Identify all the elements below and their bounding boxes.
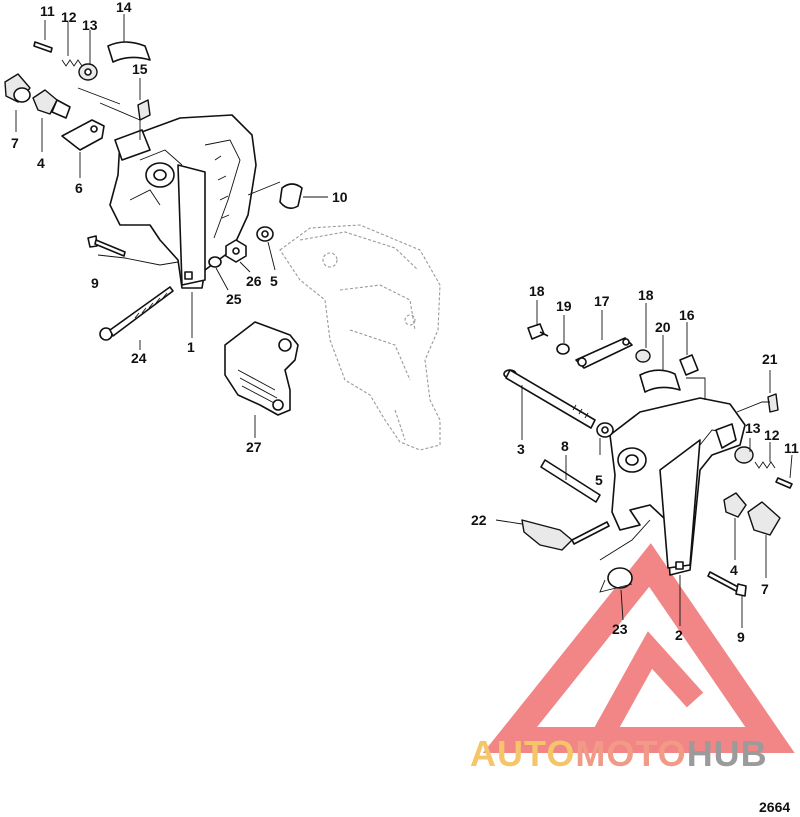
screw-left-top: [33, 41, 53, 53]
watermark-moto: MOTO: [575, 733, 686, 774]
washer-left: [256, 226, 274, 242]
callout-23: 23: [612, 621, 628, 637]
callout-2: 2: [675, 627, 683, 643]
callout-5-right: 5: [595, 472, 603, 488]
bolt-24: [99, 286, 174, 341]
watermark-hub: HUB: [687, 733, 768, 774]
callout-24: 24: [131, 350, 147, 366]
spring-left: [61, 59, 83, 67]
diagram-id: 2664: [759, 799, 790, 815]
clip-16: [679, 354, 699, 376]
nut-right: [723, 492, 747, 518]
watermark-auto: AUTO: [470, 733, 575, 774]
bolt-right: [707, 571, 747, 597]
washer-19: [556, 343, 570, 355]
callout-3: 3: [517, 441, 525, 457]
callout-5-left: 5: [270, 273, 278, 289]
callout-22: 22: [471, 512, 487, 528]
pad-20: [639, 369, 681, 393]
watermark-text: AUTOMOTOHUB: [470, 733, 768, 774]
right-clamp-bracket: [609, 397, 746, 576]
callout-19: 19: [556, 298, 572, 314]
callout-14: 14: [116, 0, 132, 15]
bushing-left: [78, 63, 98, 81]
callout-labels: 11 12 13 14 15 7 4 6 10 26 5 25 9 1 24 2…: [11, 0, 799, 645]
pin-21: [767, 393, 779, 413]
callout-27: 27: [246, 439, 262, 455]
callout-9-right: 9: [737, 629, 745, 645]
callout-4-right: 4: [730, 562, 738, 578]
callout-18-right: 18: [638, 287, 654, 303]
callout-16: 16: [679, 307, 695, 323]
callout-1: 1: [187, 339, 195, 355]
callout-26: 26: [246, 273, 262, 289]
knob-left: [4, 73, 31, 103]
plate-left: [61, 119, 105, 151]
callout-10: 10: [332, 189, 348, 205]
callout-13-left: 13: [82, 17, 98, 33]
callout-25: 25: [226, 291, 242, 307]
callout-7-right: 7: [761, 581, 769, 597]
bolt-left: [87, 235, 126, 257]
cap-23: [607, 567, 633, 589]
spring-right: [754, 461, 776, 469]
handle-27: [224, 321, 299, 416]
left-clamp-bracket: [109, 114, 257, 289]
watermark-triangle-logo: [482, 543, 795, 753]
callout-15: 15: [132, 61, 148, 77]
swivel-bracket-outline: [279, 224, 441, 451]
watermark: AUTOMOTOHUB: [470, 543, 795, 774]
nut-26: [225, 239, 247, 263]
bushing-right: [734, 446, 754, 464]
screw-right-top: [775, 477, 793, 489]
pad-left: [107, 41, 151, 63]
washer-right: [596, 422, 614, 438]
washer-25: [208, 256, 222, 268]
callout-18-left: 18: [529, 283, 545, 299]
pin-8: [540, 459, 601, 503]
callout-11-right: 11: [784, 440, 799, 456]
callout-11-left: 11: [40, 3, 55, 19]
callout-12-right: 12: [764, 427, 780, 443]
callout-4-left: 4: [37, 155, 45, 171]
screw-18a: [527, 323, 549, 340]
callout-6: 6: [75, 180, 83, 196]
callout-9-left: 9: [91, 275, 99, 291]
callout-17: 17: [594, 293, 610, 309]
screw-18b: [635, 349, 651, 363]
nut-left: [32, 89, 71, 119]
callout-8: 8: [561, 438, 569, 454]
lever-22: [521, 519, 610, 551]
knob-right: [747, 501, 781, 536]
leader-lines: [15, 14, 793, 628]
callout-12-left: 12: [61, 9, 77, 25]
link-17: [575, 337, 633, 369]
clip-left: [279, 183, 303, 210]
shaft-3: [503, 369, 596, 429]
callout-20: 20: [655, 319, 671, 335]
callout-21: 21: [762, 351, 778, 367]
callout-7-left: 7: [11, 135, 19, 151]
pin-left: [137, 99, 151, 121]
callout-13-right: 13: [745, 420, 761, 436]
